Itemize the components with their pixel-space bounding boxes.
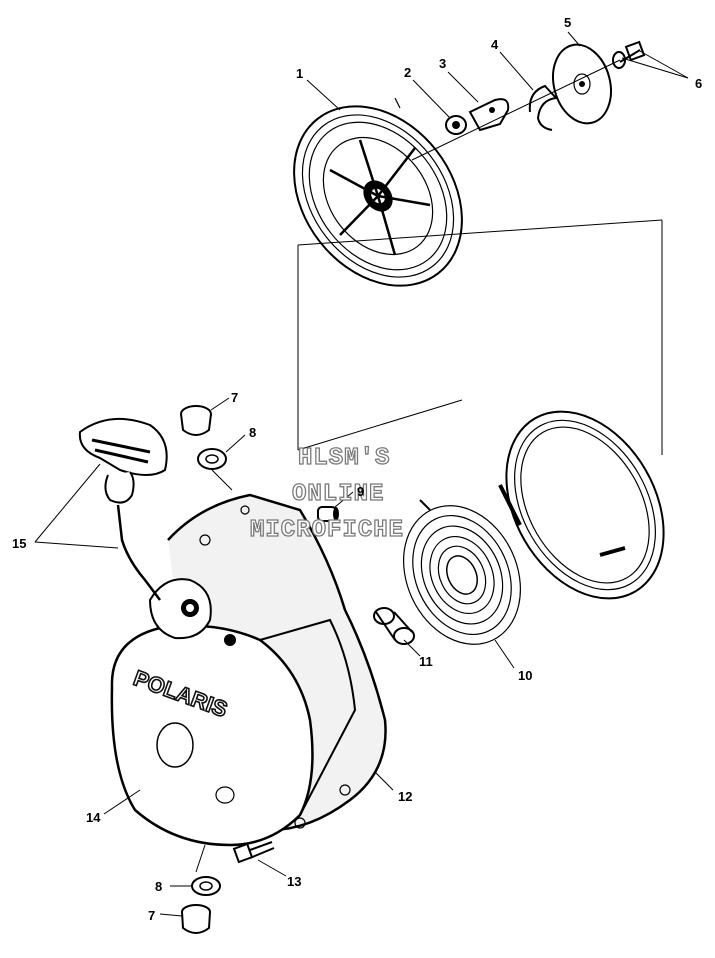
- part-8-washer-top: [197, 448, 227, 470]
- callout-labels: 1 2 3 4 5 6 7 8 9 10 11 12 13 14 15 8 7: [12, 15, 702, 923]
- part-7-plug-bottom: [181, 904, 211, 934]
- callout-10: 10: [518, 668, 532, 683]
- callout-3: 3: [439, 56, 446, 71]
- callout-8-bottom: 8: [155, 879, 162, 894]
- watermark-line-2: ONLINE: [292, 481, 384, 508]
- part-10-recoil-spring: [402, 499, 522, 645]
- part-5-friction-plate: [552, 43, 612, 125]
- part-15-rope-handle: [78, 417, 168, 601]
- watermark-line-1: HLSM'S: [298, 445, 390, 472]
- assembly-outline: [297, 219, 663, 455]
- callout-4: 4: [491, 37, 499, 52]
- callout-11: 11: [419, 654, 433, 669]
- callout-2: 2: [404, 65, 411, 80]
- part-7-plug-top: [180, 405, 212, 436]
- assembly-axis-line: [411, 59, 621, 161]
- callout-5: 5: [564, 15, 571, 30]
- part-14-starter-housing: POLARIS: [110, 493, 387, 847]
- callout-6: 6: [695, 76, 702, 91]
- part-6-bolt-washer: [612, 40, 646, 69]
- leader-lines: [34, 31, 689, 917]
- callout-9: 9: [357, 484, 364, 499]
- callout-15: 15: [12, 536, 26, 551]
- part-1-pulley: [293, 97, 463, 287]
- part-11-bushing: [373, 607, 415, 645]
- callout-13: 13: [287, 874, 301, 889]
- callout-8-top: 8: [249, 425, 256, 440]
- watermark-line-3: MICROFICHE: [250, 517, 404, 544]
- callout-12: 12: [398, 789, 412, 804]
- spring-housing-ring: [498, 410, 665, 600]
- part-8-washer-bottom: [191, 876, 221, 896]
- part-4-spring-clip: [528, 84, 559, 131]
- watermark: HLSM'S ONLINE MICROFICHE: [249, 444, 404, 544]
- part-9-small-bushing: [317, 506, 339, 522]
- callout-1: 1: [296, 66, 303, 81]
- callout-14: 14: [86, 810, 101, 825]
- part-3-pawl: [468, 98, 510, 132]
- callout-7-bottom: 7: [148, 908, 155, 923]
- part-13-bolt: [232, 841, 275, 864]
- callout-7-top: 7: [231, 390, 238, 405]
- part-2-collar: [445, 115, 467, 135]
